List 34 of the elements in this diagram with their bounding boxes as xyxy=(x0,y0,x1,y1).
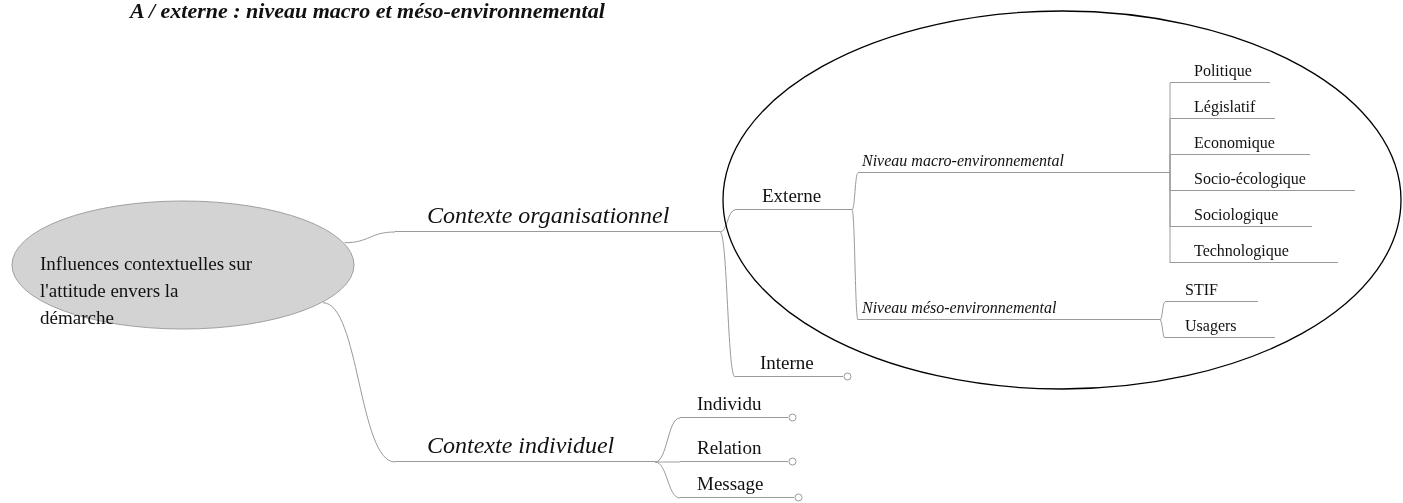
topic-label: Interne xyxy=(760,352,814,374)
topic-label: STIF xyxy=(1185,281,1218,299)
branch-line xyxy=(1169,154,1171,174)
topic-label: Message xyxy=(697,473,764,495)
branch-heading: Contexte individuel xyxy=(427,432,615,459)
topic-label: Sociologique xyxy=(1194,206,1279,224)
grouping-ellipse xyxy=(722,10,1402,390)
topic-label: Législatif xyxy=(1194,98,1256,116)
branch-line xyxy=(654,461,681,463)
branch-line xyxy=(654,417,681,463)
topic-label: Economique xyxy=(1194,134,1275,152)
topic-label: Socio-écologique xyxy=(1194,170,1306,188)
topic-label: Usagers xyxy=(1185,317,1237,335)
branch-line xyxy=(1159,301,1166,321)
topic-label: Externe xyxy=(762,185,822,207)
topic-text: Influences contextuelles sur l'attitude envers la démarche xyxy=(40,252,254,330)
topic-label: Relation xyxy=(697,437,762,459)
branch-line xyxy=(719,231,736,378)
branch-line xyxy=(344,231,396,244)
branch-line xyxy=(719,209,736,233)
topic-label: Technologique xyxy=(1194,242,1289,260)
branch-line xyxy=(1159,319,1166,339)
branch-heading: Niveau macro-environnemental xyxy=(862,152,1064,170)
topic-label: Individu xyxy=(697,393,762,415)
branch-line xyxy=(851,209,859,321)
heading: A / externe : niveau macro et méso-environnemental xyxy=(130,0,605,24)
branch-line xyxy=(1169,172,1171,264)
branch-line xyxy=(322,302,396,463)
central-topic-ellipse xyxy=(11,200,355,330)
branch-heading: Contexte organisationnel xyxy=(427,202,670,229)
branch-heading: Niveau méso-environnemental xyxy=(862,299,1057,317)
topic-label: Politique xyxy=(1194,62,1252,80)
branch-line xyxy=(851,172,859,211)
branch-line xyxy=(654,461,681,499)
